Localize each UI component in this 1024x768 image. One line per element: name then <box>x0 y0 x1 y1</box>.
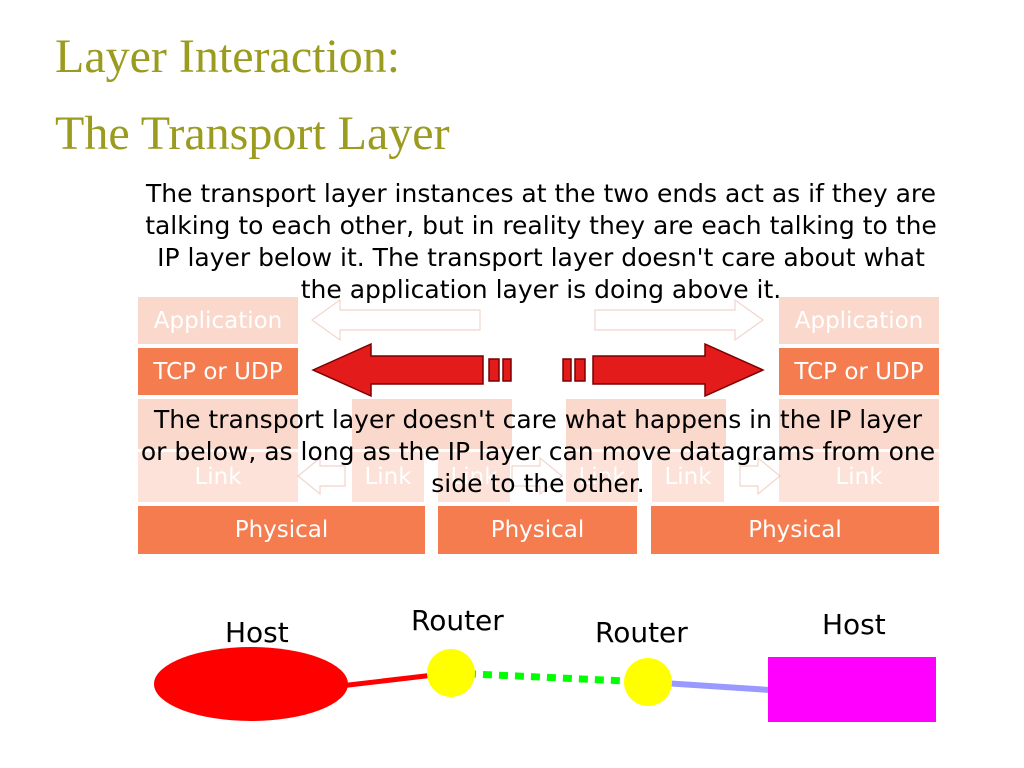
ip-layer-router-1 <box>352 399 512 449</box>
router-2-label: Router <box>595 616 688 649</box>
link-layer-right: Link <box>779 452 939 502</box>
right-arrow <box>592 342 765 398</box>
physical-layer-left: Physical <box>138 506 425 554</box>
host-right-label: Host <box>822 608 886 641</box>
right-arrow-dash-2 <box>574 358 586 382</box>
faded-arrows <box>297 298 781 496</box>
host-left-node <box>154 647 348 721</box>
host-right-node <box>768 657 936 722</box>
paragraph-bottom: The transport layer doesn't care what ha… <box>140 405 936 498</box>
link-layer-router-2-a: Link <box>566 452 638 502</box>
ip-layer-router-2 <box>566 399 726 449</box>
link-layer-router-2-b: Link <box>652 452 724 502</box>
left-arrow-dash-2 <box>502 358 512 382</box>
link-layer-router-1-b: Link <box>438 452 510 502</box>
physical-layer-right: Physical <box>651 506 939 554</box>
transport-double-arrow <box>311 342 765 398</box>
left-arrow-dash-1 <box>488 358 500 382</box>
link-layer-router-1-a: Link <box>352 452 424 502</box>
right-arrow-dash-1 <box>562 358 572 382</box>
router-1-node <box>427 649 475 697</box>
router-1-label: Router <box>411 604 504 637</box>
link-router-1-router-2 <box>450 669 649 686</box>
slide-title-line-1: Layer Interaction: <box>55 30 401 83</box>
application-layer-left: Application <box>138 297 298 344</box>
host-left-label: Host <box>225 616 289 649</box>
ip-layer-left <box>138 399 298 449</box>
paragraph-top: The transport layer instances at the two… <box>145 179 937 304</box>
physical-layer-middle: Physical <box>438 506 637 554</box>
ip-layer-right <box>779 399 939 449</box>
link-layer-left: Link <box>138 452 298 502</box>
transport-layer-right: TCP or UDP <box>779 348 939 395</box>
slide-title-line-2: The Transport Layer <box>55 107 450 160</box>
router-2-node <box>624 658 672 706</box>
transport-layer-left: TCP or UDP <box>138 348 298 395</box>
left-arrow <box>311 342 484 398</box>
application-layer-right: Application <box>779 297 939 344</box>
